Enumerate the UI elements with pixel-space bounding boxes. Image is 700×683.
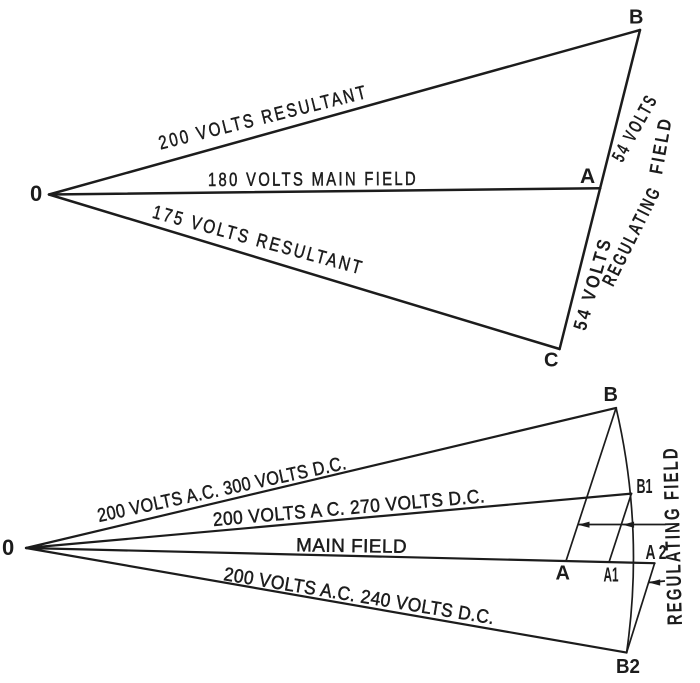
svg-text:B1: B1 (637, 476, 653, 498)
svg-text:180 VOLTS MAIN FIELD: 180 VOLTS MAIN FIELD (208, 169, 418, 191)
svg-text:A: A (556, 563, 570, 585)
svg-text:C: C (544, 350, 558, 372)
svg-text:A: A (580, 165, 595, 188)
svg-text:A1: A1 (604, 565, 619, 587)
svg-text:0: 0 (30, 181, 42, 206)
svg-text:B2: B2 (616, 656, 640, 678)
svg-text:B: B (604, 384, 618, 406)
svg-text:B: B (629, 7, 643, 29)
svg-text:REGULATING FIELD: REGULATING FIELD (659, 446, 687, 626)
svg-text:0: 0 (2, 535, 14, 560)
svg-text:MAIN FIELD: MAIN FIELD (296, 535, 407, 558)
svg-text:A 2: A 2 (646, 542, 667, 564)
